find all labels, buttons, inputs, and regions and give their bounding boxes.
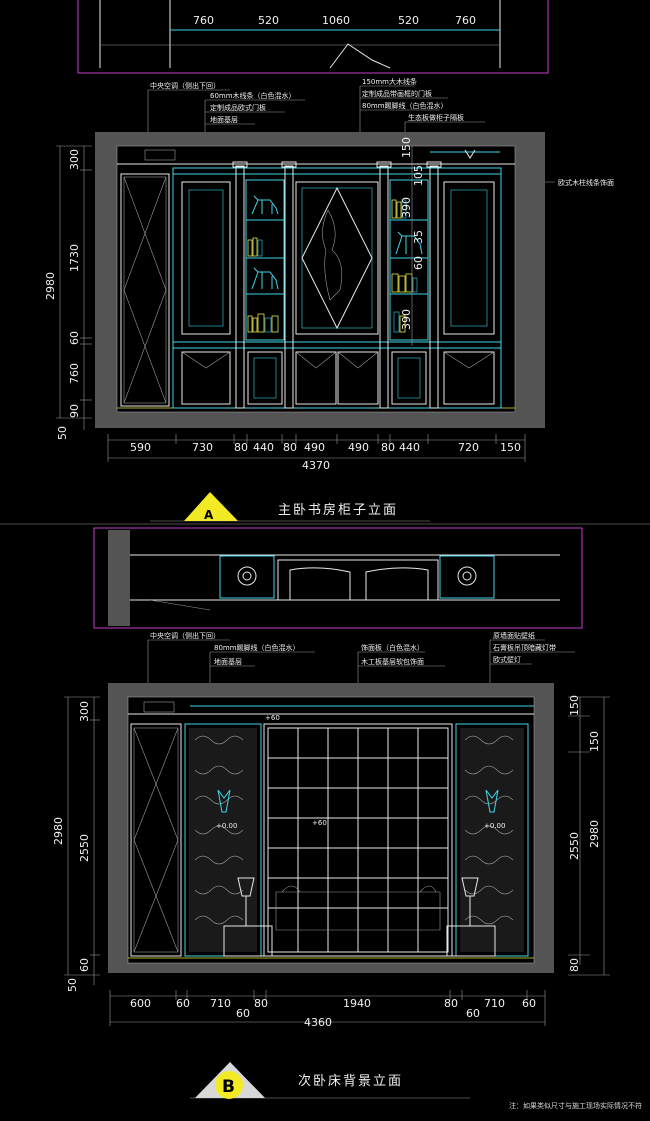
b-left-dimensions: 300 2550 60 50 2980 [52,696,100,992]
a-bottom-dim-720: 720 [458,441,479,454]
b-left-dim-50: 50 [66,978,79,992]
a-ann-right-2: 定制成品带画框的门板 [362,89,432,98]
b-bottom-dim-60d: 60 [466,1007,480,1020]
b-bottom-dim-60c: 60 [236,1007,250,1020]
a-left-dim-300: 300 [68,149,81,170]
b-drawing-title: 次卧床背景立面 [298,1073,403,1089]
b-right-dim-2550: 2550 [568,832,581,860]
b-ann-left-2: 80mm踢脚线（白色混水） [214,643,300,652]
a-right-dimensions: 150 105 390 35 390 60 [400,137,425,346]
a-right-dim-105: 105 [412,165,425,186]
b-section-letter: B [222,1077,235,1097]
a-bottom-dim-80c: 80 [381,441,395,454]
b-bottom-dim-600: 600 [130,997,151,1010]
b-ann-mid-1: 饰面板（白色混水） [361,643,424,652]
b-bottom-dim-60a: 60 [176,997,190,1010]
a-left-dim-50: 50 [56,426,69,440]
b-right-dim-150a: 150 [568,695,581,716]
a-bottom-total: 4370 [302,459,330,472]
b-bottom-dim-80a: 80 [254,997,268,1010]
a-right-dim-390a: 390 [400,197,413,218]
b-ann-left-3: 地面基层 [214,657,242,666]
a-bottom-dimensions: 590 730 80 440 80 490 490 80 440 720 150… [107,434,526,472]
b-bottom-total: 4360 [304,1016,332,1029]
elevation-a: 中央空调（侧出下回） 60mm木线条（白色混水） 定制成品欧式门板 地面基层 1… [44,77,614,522]
a-ann-left-4: 地面基层 [210,115,238,124]
a-bottom-dim-80b: 80 [283,441,297,454]
a-ann-left-3: 定制成品欧式门板 [210,103,266,112]
b-right-dim-150b: 150 [588,731,601,752]
a-section-letter: A [204,508,214,522]
b-left-dim-2550: 2550 [78,834,91,862]
top-dim-1: 760 [193,14,214,27]
b-section-marker: B 次卧床背景立面 [190,1062,470,1099]
a-right-dim-60: 60 [412,256,425,270]
a-left-dim-1730: 1730 [68,244,81,272]
top-dim-5: 760 [455,14,476,27]
a-ann-left-2: 60mm木线条（白色混水） [210,91,296,100]
a-section-marker: A 主卧书房柜子立面 [150,492,430,522]
b-bottom-dim-710a: 710 [210,997,231,1010]
b-level-000-left: +0.00 [216,822,237,830]
top-dim-3: 1060 [322,14,350,27]
b-right-total: 2980 [588,820,601,848]
b-bottom-dim-710b: 710 [484,997,505,1010]
a-ann-left-1: 中央空调（侧出下回） [150,81,220,90]
top-dim-4: 520 [398,14,419,27]
a-left-dim-60: 60 [68,331,81,345]
a-bottom-dim-80a: 80 [234,441,248,454]
b-level-60-top: +60 [265,714,280,722]
b-ann-right-1: 原墙面贴壁纸 [493,631,535,640]
a-left-dim-760: 760 [68,363,81,384]
b-plan-strip [93,527,583,629]
a-right-dim-390b: 390 [400,309,413,330]
b-left-dim-300: 300 [78,701,91,722]
a-bottom-dim-150: 150 [500,441,521,454]
b-level-60-mid: +60 [312,819,327,827]
b-bottom-dim-1940: 1940 [343,997,371,1010]
a-columns [232,161,442,409]
b-bottom-dim-60b: 60 [522,997,536,1010]
a-bottom-dim-440a: 440 [253,441,274,454]
b-ann-right-2: 石膏板吊顶暗藏灯带 [493,643,556,652]
a-bottom-dim-590: 590 [130,441,151,454]
b-left-dim-60: 60 [78,958,91,972]
b-left-total: 2980 [52,817,65,845]
b-headboard-grid [268,728,448,952]
a-left-dim-90: 90 [68,404,81,418]
a-ann-right-1: 150mm大木线条 [362,77,417,86]
b-right-dimensions: 150 150 2550 80 2980 [568,695,610,976]
a-drawing-title: 主卧书房柜子立面 [278,502,398,518]
a-right-dim-35: 35 [412,230,425,244]
a-ann-side: 欧式木柱线条饰面 [558,178,614,187]
footnote: 注：如果类似尺寸与施工现场实际情况不符 [509,1102,642,1110]
a-bottom-dim-730: 730 [192,441,213,454]
b-bottom-dimensions: 600 60 710 80 1940 80 710 60 60 60 4360 [109,990,546,1029]
a-bottom-dim-490b: 490 [348,441,369,454]
a-bottom-dim-490a: 490 [304,441,325,454]
b-ann-left-1: 中央空调（侧出下回） [150,631,220,640]
b-ann-mid-2: 木工板基层软包饰面 [361,657,424,666]
b-bottom-dim-80b: 80 [444,997,458,1010]
elevation-b: 中央空调（侧出下回） 80mm踢脚线（白色混水） 地面基层 饰面板（白色混水） … [52,527,610,1099]
b-ann-right-3: 欧式壁灯 [493,655,521,664]
a-left-dimensions: 300 1730 60 760 90 50 2980 [44,145,92,440]
top-fragment: 760 520 1060 520 760 [77,0,549,74]
b-level-000-right: +0.00 [484,822,505,830]
b-right-dim-80: 80 [568,958,581,972]
a-lower-doors [181,351,495,405]
a-left-total: 2980 [44,272,57,300]
a-ann-right-3: 80mm踢脚线（白色混水） [362,101,448,110]
a-right-dim-150: 150 [400,137,413,158]
a-ann-right-4: 生态板做柜子隔板 [408,113,464,122]
a-bottom-dim-440b: 440 [399,441,420,454]
top-dim-2: 520 [258,14,279,27]
